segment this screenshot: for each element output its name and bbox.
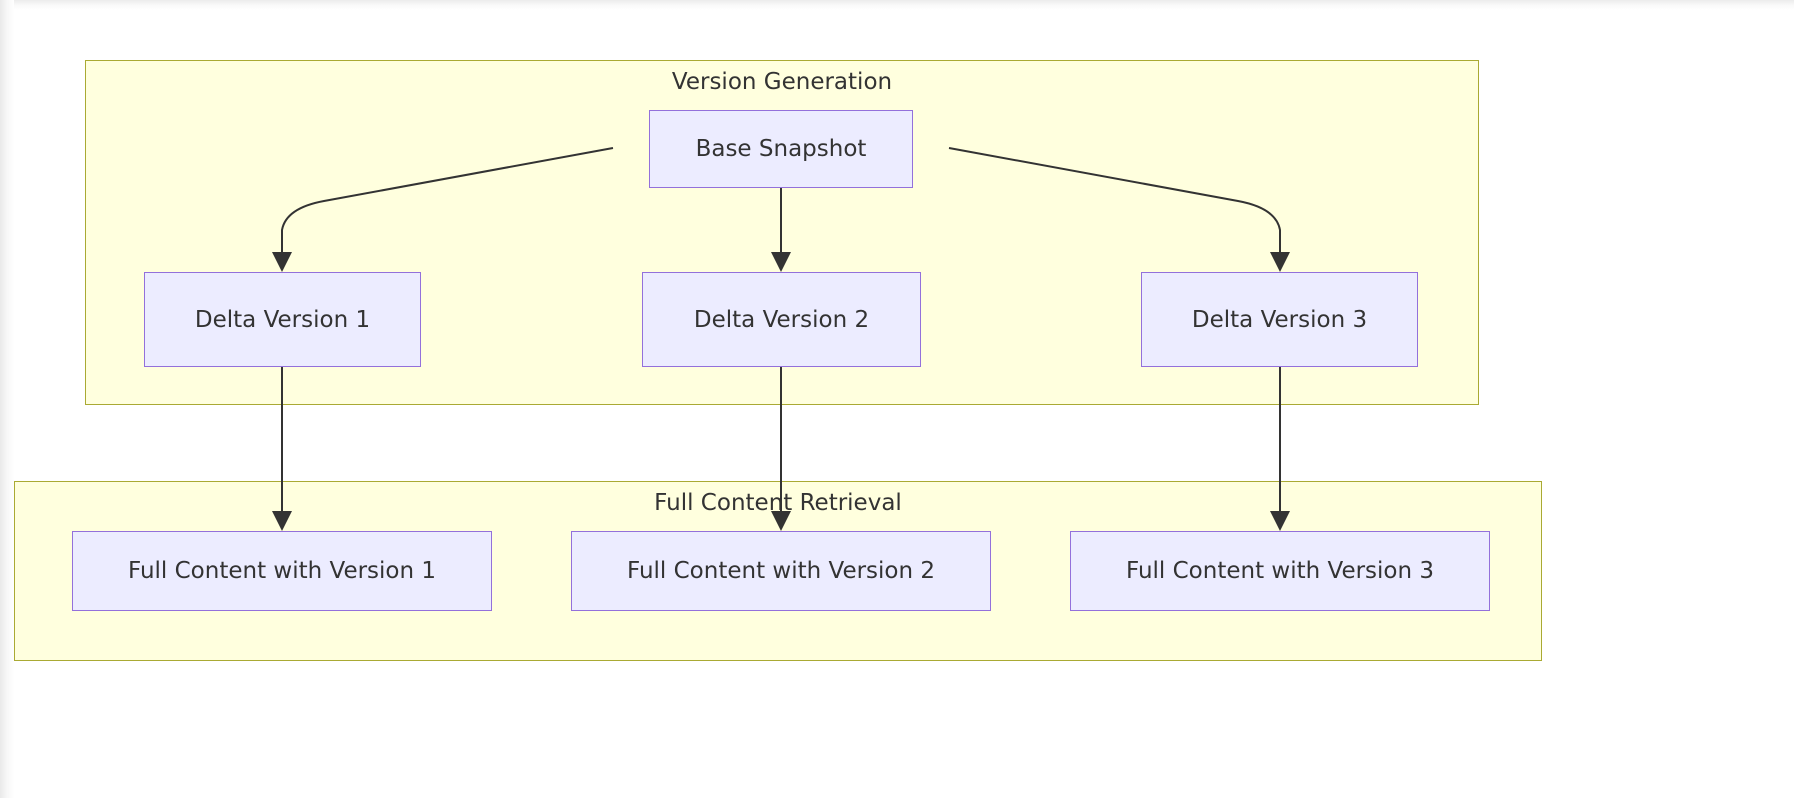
node-label-delta-version-3: Delta Version 3 — [1191, 306, 1368, 333]
node-delta-version-2[interactable]: Delta Version 2 — [642, 272, 921, 367]
node-full-content-with-version-1[interactable]: Full Content with Version 1 — [72, 531, 492, 611]
node-label-base-snapshot: Base Snapshot — [695, 136, 867, 162]
node-label-full-content-with-version-2: Full Content with Version 2 — [626, 558, 936, 584]
node-full-content-with-version-3[interactable]: Full Content with Version 3 — [1070, 531, 1490, 611]
node-label-delta-version-2: Delta Version 2 — [693, 306, 870, 333]
canvas-top-shade — [0, 0, 1794, 10]
node-base-snapshot[interactable]: Base Snapshot — [649, 110, 913, 188]
cluster-label-full-content-retrieval: Full Content Retrieval — [654, 490, 902, 516]
canvas-left-shade — [0, 0, 14, 798]
node-full-content-with-version-2[interactable]: Full Content with Version 2 — [571, 531, 991, 611]
node-delta-version-1[interactable]: Delta Version 1 — [144, 272, 421, 367]
cluster-label-version-generation: Version Generation — [671, 69, 893, 95]
node-label-delta-version-1: Delta Version 1 — [194, 306, 371, 333]
node-label-full-content-with-version-1: Full Content with Version 1 — [127, 558, 437, 584]
node-delta-version-3[interactable]: Delta Version 3 — [1141, 272, 1418, 367]
node-label-full-content-with-version-3: Full Content with Version 3 — [1125, 558, 1435, 584]
